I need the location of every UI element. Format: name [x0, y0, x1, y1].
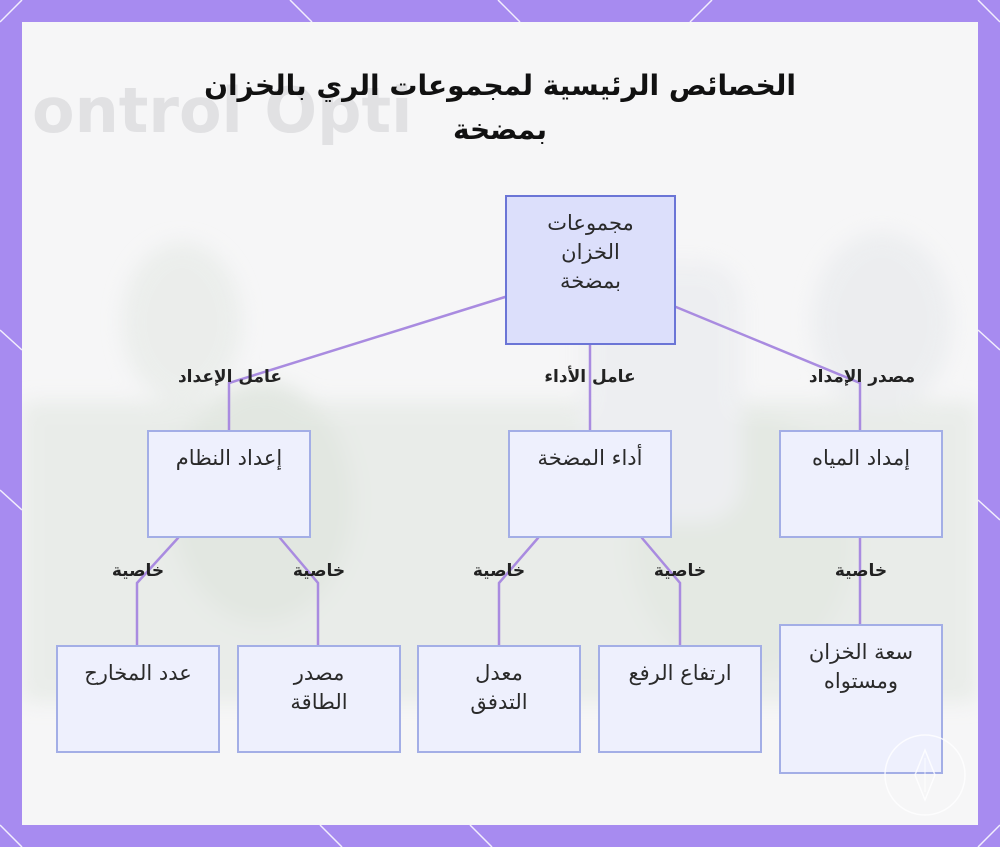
node-lift-height: ارتفاع الرفع	[598, 645, 762, 753]
svg-text:ontrol Opti: ontrol Opti	[32, 74, 412, 147]
watermark-logo	[884, 734, 966, 816]
node-tank-capacity-level-label: سعة الخزان ومستواه	[808, 640, 914, 693]
edge-label-performance-factor: عامل الأداء	[544, 367, 636, 387]
node-flow-rate-label: معدل التدفق	[470, 661, 528, 714]
node-power-source: مصدر الطاقة	[237, 645, 401, 753]
edge-label-property-flow: خاصية	[472, 561, 526, 581]
edge-label-property-capacity: خاصية	[834, 561, 888, 581]
node-root-tank-pump-sets: مجموعات الخزان بمضخة	[505, 195, 676, 345]
node-water-supply: إمداد المياه	[779, 430, 943, 538]
node-pump-performance-label: أداء المضخة	[537, 446, 643, 470]
node-number-of-outlets-label: عدد المخارج	[84, 661, 192, 685]
node-system-setup: إعداد النظام	[147, 430, 311, 538]
edge-label-property-power: خاصية	[292, 561, 346, 581]
diagram-title: الخصائص الرئيسية لمجموعات الري بالخزان ب…	[204, 69, 796, 146]
node-lift-height-label: ارتفاع الرفع	[628, 661, 732, 685]
edge-label-supply-source: مصدر الإمداد	[808, 367, 916, 387]
node-flow-rate: معدل التدفق	[417, 645, 581, 753]
node-system-setup-label: إعداد النظام	[175, 446, 283, 470]
edge-root-supply	[674, 305, 862, 432]
edge-setup-power	[278, 536, 320, 647]
node-water-supply-label: إمداد المياه	[811, 446, 911, 470]
node-tank-capacity-level: سعة الخزان ومستواه	[779, 624, 943, 774]
edge-root-setup	[227, 295, 507, 432]
node-pump-performance: أداء المضخة	[508, 430, 672, 538]
node-number-of-outlets: عدد المخارج	[56, 645, 220, 753]
edge-label-property-lift: خاصية	[653, 561, 707, 581]
edge-setup-outlets	[135, 536, 180, 647]
node-power-source-label: مصدر الطاقة	[290, 661, 348, 714]
edge-label-property-outlets: خاصية	[111, 561, 165, 581]
edge-label-setup-factor: عامل الإعداد	[177, 367, 283, 387]
edge-performance-flow	[497, 536, 540, 647]
edge-performance-lift	[640, 536, 682, 647]
node-root-label: مجموعات الخزان بمضخة	[547, 211, 634, 293]
